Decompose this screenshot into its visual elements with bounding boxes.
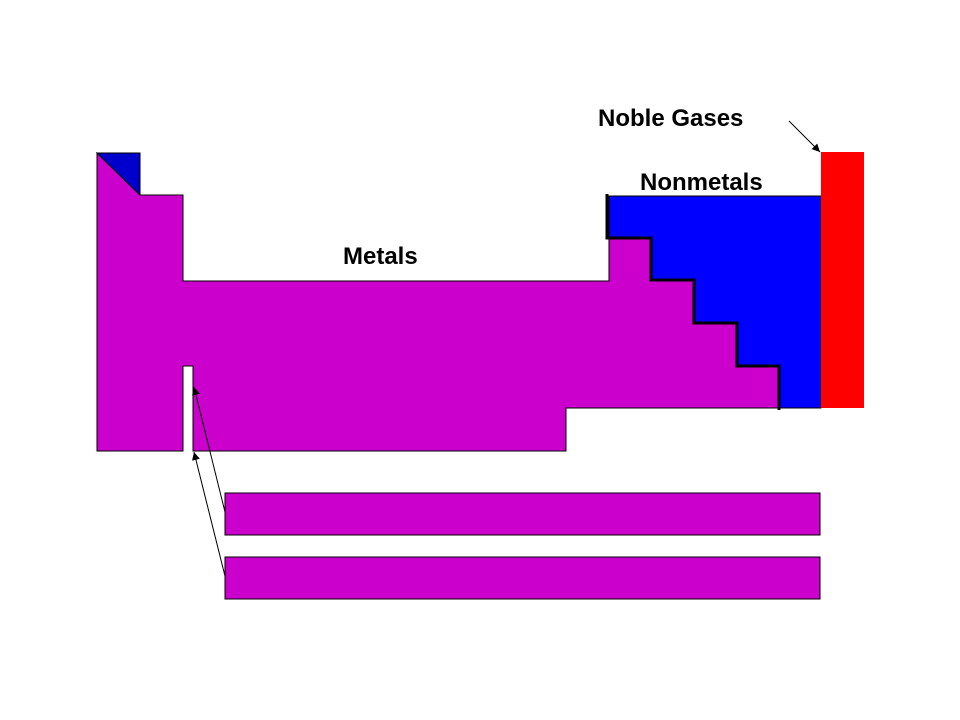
actinides-row [224,556,821,600]
noble-gases-label: Noble Gases [598,105,743,132]
hydrogen-block [95,152,141,197]
lanthanide-arrow [192,386,226,513]
actinide-arrow [192,451,226,577]
lanthanides-row [224,492,821,536]
nonmetals-label: Nonmetals [640,169,763,196]
noble-gases-arrow [788,120,821,153]
metals-label: Metals [343,243,418,270]
noble-gases-region [821,152,864,408]
metal-nonmetal-boundary [605,194,781,410]
